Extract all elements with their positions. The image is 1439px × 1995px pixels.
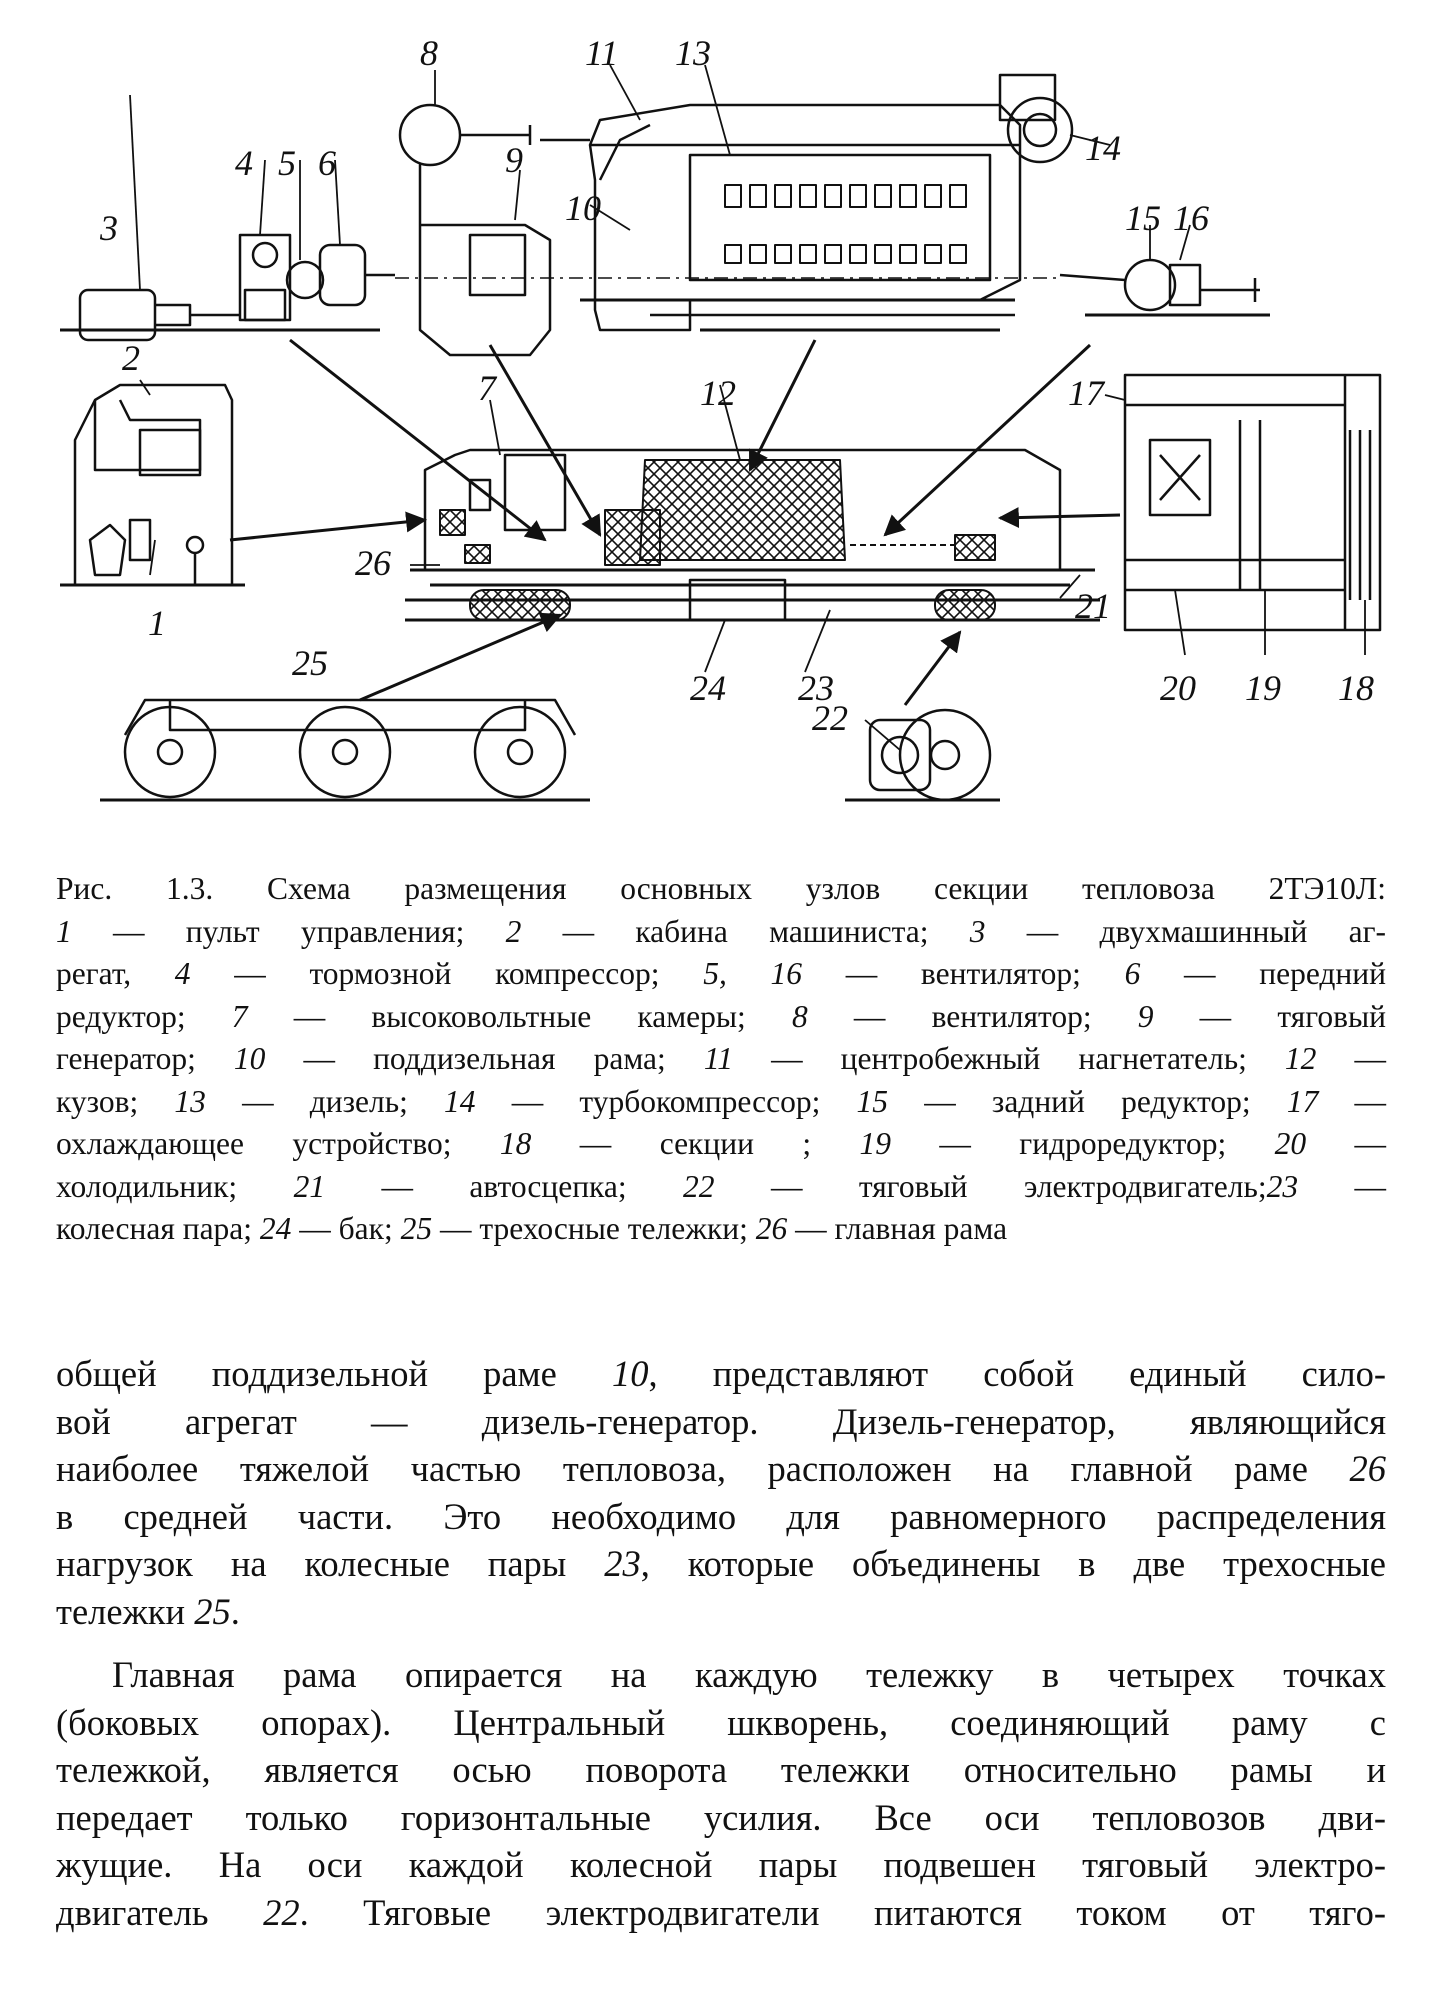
figure-caption: Рис. 1.3. Схема размещения основных узло… xyxy=(56,868,1386,1251)
paragraph-line: в средней части. Это необходимо для равн… xyxy=(56,1495,1386,1537)
label-11: 11 xyxy=(585,33,618,73)
paragraph-line: тележкой, является осью поворота тележки… xyxy=(56,1749,1386,1790)
diesel-cylinders xyxy=(724,184,967,264)
caption-line: Рис. 1.3. Схема размещения основных узло… xyxy=(56,871,1386,906)
label-7: 7 xyxy=(478,368,498,408)
label-5: 5 xyxy=(278,143,296,183)
diesel-drawing xyxy=(580,73,1074,332)
label-19: 19 xyxy=(1245,668,1281,708)
paragraph-line: вой агрегат — дизель-генератор. Дизель-г… xyxy=(56,1400,1386,1442)
caption-line: генератор; 10 — поддизельная рама; 11 — … xyxy=(56,1041,1386,1076)
paragraph-line: передает только горизонтальные усилия. В… xyxy=(56,1796,1386,1838)
hatched-parts xyxy=(439,459,996,621)
label-21: 21 xyxy=(1075,586,1111,626)
label-10: 10 xyxy=(565,188,601,228)
label-1: 1 xyxy=(148,603,166,643)
bogie-drawing xyxy=(100,698,590,802)
wheelset-drawing xyxy=(845,708,1000,802)
label-14: 14 xyxy=(1085,128,1121,168)
caption-line: колесная пара; 24 — бак; 25 — трехосные … xyxy=(56,1211,1008,1246)
label-8: 8 xyxy=(420,33,438,73)
paragraph-line: общей поддизельной раме 10, представляют… xyxy=(56,1353,1386,1394)
paragraph: Главная рама опирается на каждую тележку… xyxy=(56,1651,1386,1936)
part-labels: 1 2 3 4 5 6 7 8 9 10 11 12 13 14 15 16 1… xyxy=(99,33,1374,738)
label-23: 23 xyxy=(798,668,834,708)
paragraph-line: наиболее тяжелой частью тепловоза, распо… xyxy=(56,1448,1386,1489)
label-4: 4 xyxy=(235,143,253,183)
caption-line: кузов; 13 — дизель; 14 — турбокомпрессор… xyxy=(56,1083,1386,1119)
label-22: 22 xyxy=(812,698,848,738)
generator-drawing xyxy=(398,103,590,357)
label-15: 15 xyxy=(1125,198,1161,238)
paragraph-line: Главная рама опирается на каждую тележку… xyxy=(112,1654,1386,1695)
caption-line: охлаждающее устройство; 18 — секции ; 19… xyxy=(56,1126,1387,1161)
label-12: 12 xyxy=(700,373,736,413)
caption-line: регат, 4 — тормозной компрессор; 5, 16 —… xyxy=(56,956,1386,991)
label-2: 2 xyxy=(122,338,140,378)
paragraph-line: (боковых опорах). Центральный шкворень, … xyxy=(56,1701,1386,1743)
cab-drawing xyxy=(60,383,245,587)
label-26: 26 xyxy=(355,543,391,583)
body-text: общей поддизельной раме 10, представляют… xyxy=(56,1350,1386,1936)
label-18: 18 xyxy=(1338,668,1374,708)
paragraph-line: двигатель 22. Тяговые электродвигатели п… xyxy=(56,1891,1387,1933)
cooling-unit-drawing xyxy=(1123,373,1382,632)
label-25: 25 xyxy=(292,643,328,683)
rear-drive-drawing xyxy=(1059,258,1270,317)
caption-line: 1 — пульт управления; 2 — кабина машинис… xyxy=(56,913,1387,949)
auxiliary-drive-drawing xyxy=(60,233,395,342)
leader-lines xyxy=(129,64,1366,751)
label-17: 17 xyxy=(1068,373,1106,413)
label-3: 3 xyxy=(99,208,118,248)
label-9: 9 xyxy=(505,140,523,180)
label-24: 24 xyxy=(690,668,726,708)
pointer-arrows xyxy=(229,338,1121,706)
locomotive-diagram: 1 2 3 4 5 6 7 8 9 10 11 12 13 14 15 16 1… xyxy=(0,0,1439,830)
label-20: 20 xyxy=(1160,668,1196,708)
caption-line: холодильник; 21 — автосцепка; 22 — тягов… xyxy=(56,1168,1387,1204)
label-13: 13 xyxy=(675,33,711,73)
paragraph: общей поддизельной раме 10, представляют… xyxy=(56,1350,1386,1635)
paragraph-line: нагрузок на колесные пары 23, которые об… xyxy=(56,1543,1386,1584)
label-16: 16 xyxy=(1173,198,1209,238)
paragraph-line: жущие. На оси каждой колесной пары подве… xyxy=(56,1844,1386,1885)
caption-line: редуктор; 7 — высоковольтные камеры; 8 —… xyxy=(56,998,1386,1034)
paragraph-line: тележки 25. xyxy=(56,1590,240,1632)
label-6: 6 xyxy=(318,143,336,183)
